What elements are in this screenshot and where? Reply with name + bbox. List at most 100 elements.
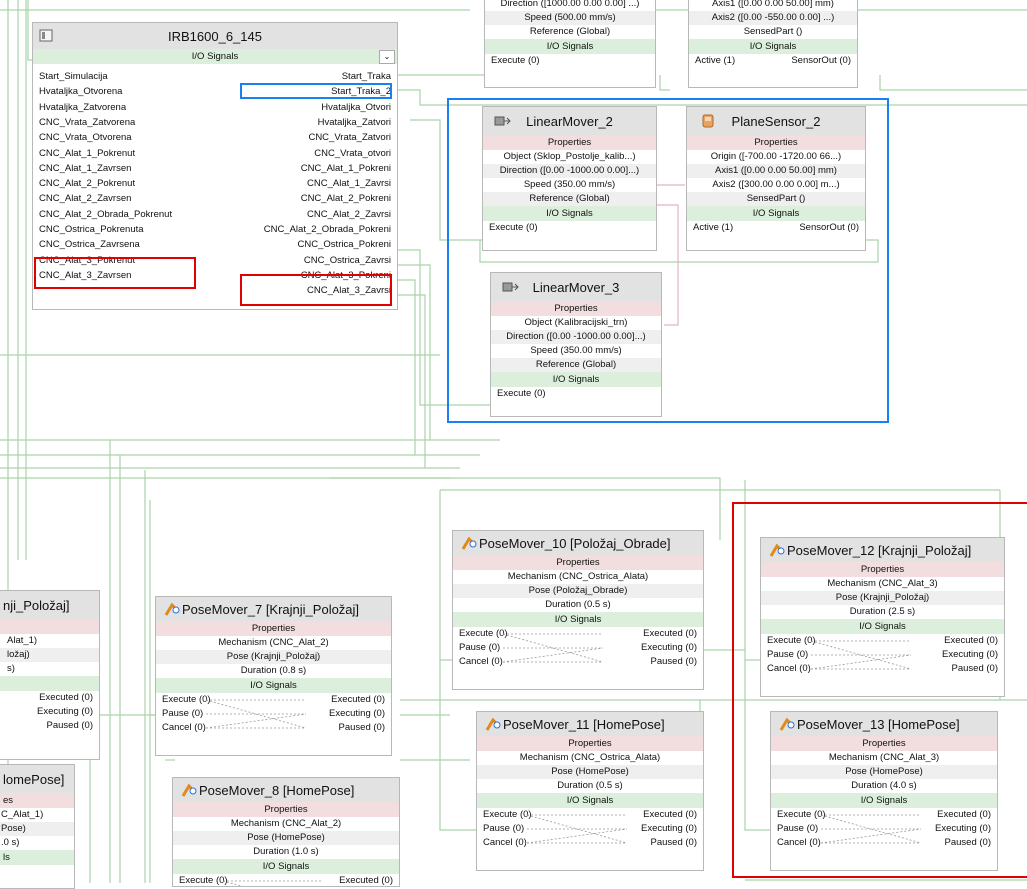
irb-output-signal[interactable]: Start_Traka	[341, 71, 391, 82]
linear-mover-2-execute[interactable]: Execute (0)	[489, 222, 538, 233]
posemover-executing[interactable]: Executing (0)	[329, 708, 385, 719]
posemover-executing[interactable]: Executing (0)	[935, 823, 991, 834]
posemover-pause[interactable]: Pause (0)	[483, 823, 525, 834]
top-sensor-sensed: SensedPart ()	[743, 26, 803, 37]
collapse-chevron-icon[interactable]: ⌄	[379, 50, 395, 64]
posemover-execute[interactable]: Execute (0)	[162, 694, 211, 705]
signal-dashes	[811, 640, 911, 670]
irb-input-signal[interactable]: Hvataljka_Zatvorena	[39, 101, 127, 113]
clipped-posemover-krajnji-block[interactable]: nji_Položaj] Alat_1) ložaj) s) Executed …	[0, 590, 100, 760]
linear-mover-2-direction: Direction ([0.00 -1000.00 0.00]...)	[483, 164, 656, 178]
irb-input-signal[interactable]: CNC_Ostrica_Pokrenuta	[39, 224, 144, 235]
plane-sensor-2-sensorout[interactable]: SensorOut (0)	[799, 222, 859, 233]
irb-input-signal[interactable]: CNC_Alat_1_Pokrenut	[39, 147, 136, 159]
clipped-posemover-krajnji-paused[interactable]: Paused (0)	[46, 720, 93, 731]
posemover-paused[interactable]: Paused (0)	[338, 722, 385, 733]
posemover-title: PoseMover_10 [Položaj_Obrade]	[479, 535, 671, 551]
posemover-executed[interactable]: Executed (0)	[937, 809, 991, 820]
posemover-executed[interactable]: Executed (0)	[643, 628, 697, 639]
plane-sensor-2-active[interactable]: Active (1)	[693, 222, 734, 233]
posemover-pause[interactable]: Pause (0)	[162, 708, 204, 719]
top-sensor-sensorout[interactable]: SensorOut (0)	[791, 55, 851, 66]
top-plane-sensor-block[interactable]: Axis1 ([0.00 0.00 50.00] mm) Axis2 ([0.0…	[688, 0, 858, 88]
plane-sensor-2-block[interactable]: PlaneSensor_2 Properties Origin ([-700.0…	[686, 106, 866, 251]
posemover-duration: Duration (0.5 s)	[545, 599, 611, 610]
posemover-paused[interactable]: Paused (0)	[944, 837, 991, 848]
posemover-duration: Duration (0.8 s)	[240, 665, 307, 676]
clipped-posemover-krajnji-executing[interactable]: Executing (0)	[37, 706, 93, 717]
posemover-executed[interactable]: Executed (0)	[331, 694, 385, 705]
posemover-executing[interactable]: Executing (0)	[641, 823, 697, 834]
irb-input-signal[interactable]: Hvataljka_Otvorena	[39, 86, 123, 98]
posemover-duration: Duration (4.0 s)	[851, 780, 917, 791]
linear-mover-2-object: Object (Sklop_Postolje_kalib...)	[503, 151, 636, 162]
posemover-paused[interactable]: Paused (0)	[650, 656, 697, 667]
top-mover-execute[interactable]: Execute (0)	[491, 55, 540, 66]
posemover-executed[interactable]: Executed (0)	[643, 809, 697, 820]
posemover-executing[interactable]: Executing (0)	[641, 642, 697, 653]
irb-input-signal[interactable]: CNC_Vrata_Otvorena	[39, 132, 132, 144]
posemover-paused[interactable]: Paused (0)	[951, 663, 998, 674]
posemover-block[interactable]: PoseMover_12 [Krajnji_Položaj]Properties…	[760, 537, 1005, 697]
clipped-posemover-krajnji-executed[interactable]: Executed (0)	[39, 692, 93, 703]
posemover-cancel[interactable]: Cancel (0)	[483, 837, 527, 848]
clipped-posemover-krajnji-props	[0, 619, 99, 634]
irb-output-signal[interactable]: Hvataljka_Zatvori	[317, 116, 391, 128]
posemover-cancel[interactable]: Cancel (0)	[777, 837, 821, 848]
posemover-io-label: I/O Signals	[156, 678, 391, 693]
clipped-posemover-homepose-title: lomePose]	[3, 771, 65, 787]
irb-output-signal[interactable]: CNC_Vrata_otvori	[314, 147, 391, 159]
irb-input-signal[interactable]: CNC_Alat_2_Pokrenut	[39, 178, 136, 190]
irb-output-signal[interactable]: CNC_Alat_2_Pokreni	[300, 193, 391, 205]
irb-output-signal[interactable]: CNC_Ostrica_Pokreni	[297, 239, 391, 251]
irb1600-block[interactable]: IRB1600_6_145 I/O Signals ⌄ Start_Simula…	[32, 22, 398, 310]
irb-input-signal[interactable]: CNC_Alat_3_Pokrenut	[39, 254, 136, 266]
posemover-pause[interactable]: Pause (0)	[459, 642, 501, 653]
top-linear-mover-block[interactable]: Direction ([1000.00 0.00 0.00] ...) Spee…	[484, 0, 656, 88]
linear-mover-2-block[interactable]: LinearMover_2 Properties Object (Sklop_P…	[482, 106, 657, 251]
posemover-pause[interactable]: Pause (0)	[767, 649, 809, 660]
irb-input-signal[interactable]: CNC_Alat_3_Zavrsen	[39, 269, 132, 281]
posemover-mechanism: Mechanism (CNC_Ostrica_Alata)	[519, 752, 661, 763]
posemover-props-label: Properties	[156, 621, 391, 636]
posemover-execute[interactable]: Execute (0)	[179, 875, 228, 886]
posemover-execute[interactable]: Execute (0)	[483, 809, 532, 820]
clipped-posemover-homepose-block[interactable]: lomePose] es C_Alat_1) Pose) .0 s) ls	[0, 764, 75, 889]
posemover-executing[interactable]: Executing (0)	[942, 649, 998, 660]
irb-output-signal[interactable]: CNC_Alat_1_Zavrsi	[307, 178, 391, 190]
posemover-executed[interactable]: Executed (0)	[339, 875, 393, 886]
plane-sensor-2-io-label: I/O Signals	[687, 206, 865, 221]
posemover-execute[interactable]: Execute (0)	[767, 635, 816, 646]
posemover-execute[interactable]: Execute (0)	[459, 628, 508, 639]
irb-output-signal[interactable]: CNC_Ostrica_Zavrsi	[303, 254, 391, 266]
linear-mover-3-block[interactable]: LinearMover_3 Properties Object (Kalibra…	[490, 272, 662, 417]
irb-output-signal[interactable]: Start_Traka_2	[331, 86, 391, 98]
posemover-paused[interactable]: Paused (0)	[650, 837, 697, 848]
posemover-cancel[interactable]: Cancel (0)	[459, 656, 503, 667]
top-sensor-active[interactable]: Active (1)	[695, 55, 736, 66]
posemover-execute[interactable]: Execute (0)	[777, 809, 826, 820]
irb-input-signal[interactable]: CNC_Ostrica_Zavrsena	[39, 239, 140, 251]
posemover-pause[interactable]: Pause (0)	[777, 823, 819, 834]
top-sensor-axis2: Axis2 ([0.00 -550.00 0.00] ...)	[689, 11, 857, 25]
posemover-cancel[interactable]: Cancel (0)	[162, 722, 206, 733]
irb-output-signal[interactable]: CNC_Alat_3_Zavrsi	[307, 285, 391, 297]
irb-output-signal[interactable]: CNC_Alat_1_Pokreni	[300, 162, 391, 174]
irb-input-signal[interactable]: Start_Simulacija	[39, 71, 108, 82]
irb-output-signal[interactable]: CNC_Alat_2_Obrada_Pokreni	[263, 224, 391, 235]
irb-input-signal[interactable]: CNC_Alat_2_Obrada_Pokrenut	[39, 208, 173, 220]
irb-input-signal[interactable]: CNC_Alat_1_Zavrsen	[39, 162, 132, 174]
irb-output-signal[interactable]: CNC_Alat_2_Zavrsi	[307, 208, 391, 220]
irb-output-signal[interactable]: CNC_Vrata_Zatvori	[308, 132, 391, 144]
linear-mover-3-execute[interactable]: Execute (0)	[497, 388, 546, 399]
irb-input-signal[interactable]: CNC_Alat_2_Zavrsen	[39, 193, 132, 205]
irb-input-signal[interactable]: CNC_Vrata_Zatvorena	[39, 116, 136, 128]
irb-output-signal[interactable]: Hvataljka_Otvori	[321, 101, 391, 113]
posemover-executed[interactable]: Executed (0)	[944, 635, 998, 646]
posemover-cancel[interactable]: Cancel (0)	[767, 663, 811, 674]
